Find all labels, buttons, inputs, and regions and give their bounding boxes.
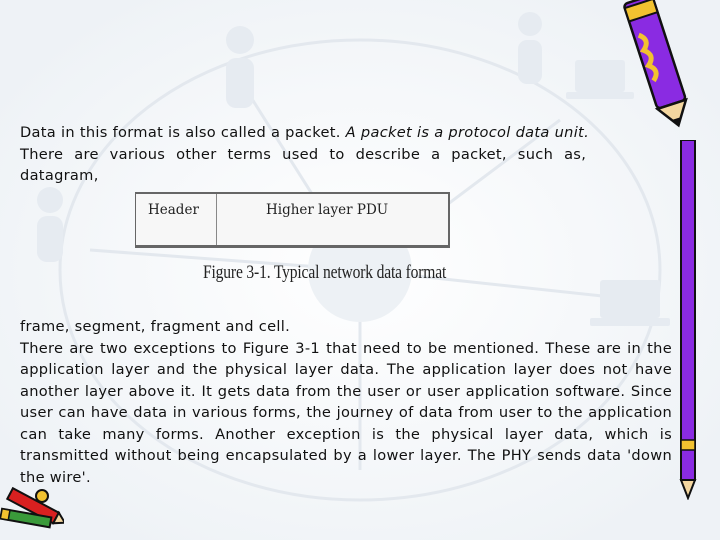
intro-text: Data in this format is also called a pac… bbox=[20, 124, 346, 141]
pencil-edge-icon bbox=[679, 140, 697, 500]
pencils-clipart-icon bbox=[0, 486, 64, 529]
figure-caption: Figure 3-1. Typical network data format bbox=[203, 262, 447, 283]
pdu-cell: Higher layer PDU bbox=[266, 202, 389, 218]
laptop-icon bbox=[600, 280, 660, 318]
person-icon bbox=[226, 26, 254, 54]
person-icon-body bbox=[226, 58, 254, 108]
cell-divider bbox=[216, 194, 217, 245]
italic-definition: A packet is a protocol data unit. bbox=[345, 124, 590, 141]
datagram-text: datagram, bbox=[20, 167, 99, 184]
frame-text: frame, segment, fragment and cell. bbox=[20, 318, 291, 335]
exceptions-text: There are two exceptions to Figure 3-1 t… bbox=[20, 339, 672, 486]
exceptions-paragraph: frame, segment, fragment and cell. There … bbox=[20, 316, 672, 488]
header-cell: Header bbox=[148, 202, 199, 218]
pencil-clipart-icon bbox=[623, 0, 688, 128]
terms-text: There are various other terms used to de… bbox=[20, 145, 587, 163]
intro-paragraph: Data in this format is also called a pac… bbox=[20, 122, 672, 187]
packet-format-figure: Header Higher layer PDU bbox=[135, 192, 450, 248]
